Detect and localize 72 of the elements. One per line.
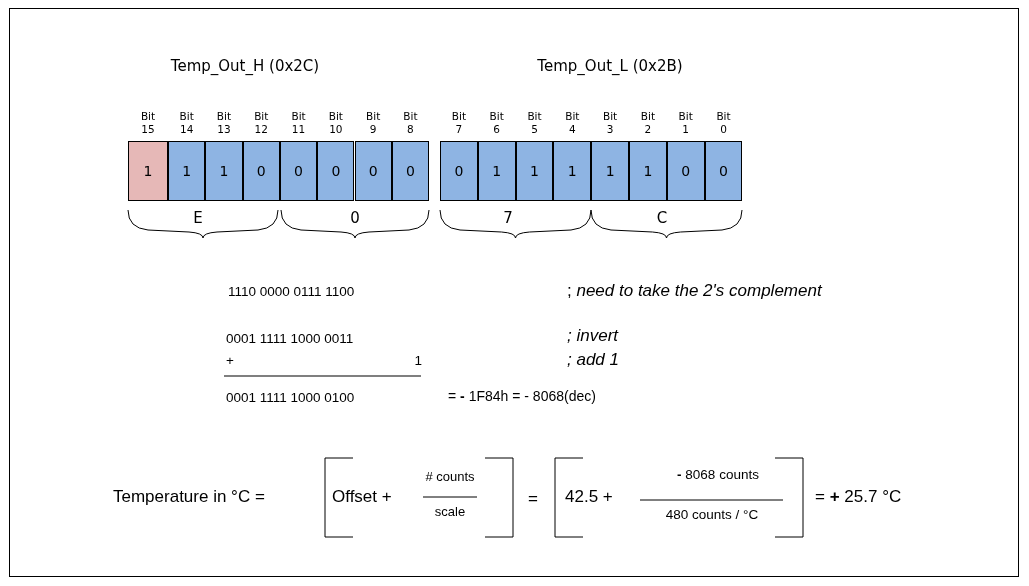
bit-cell	[666, 141, 705, 201]
bit-value: 1	[605, 163, 615, 179]
bit-cell	[279, 141, 318, 201]
bit-value: 1	[567, 163, 577, 179]
hex-digit: 7	[503, 210, 513, 228]
bit-value: 1	[643, 163, 653, 179]
bit-value: 0	[454, 163, 464, 179]
bit-number: Bit 2	[639, 110, 656, 136]
formula-text: 42.5 +	[565, 487, 613, 507]
plus-sign: +	[226, 353, 234, 369]
bit-number: Bit 0	[715, 110, 732, 136]
bit-value: 0	[256, 163, 266, 179]
bit-value: 0	[368, 163, 378, 179]
bit-cell	[629, 141, 667, 201]
bit-value: 1	[492, 163, 502, 179]
bit-cell	[515, 141, 554, 201]
bit-value: 0	[681, 163, 691, 179]
bit-number: Bit 8	[402, 110, 419, 136]
formula-text: Temperature in °C =	[113, 487, 265, 507]
bit-number: Bit 5	[526, 110, 543, 136]
bit-cell	[205, 141, 243, 201]
bit-cell	[168, 141, 206, 201]
hex-digit: E	[193, 210, 203, 228]
result-text: = - 1F84h = - 8068(dec)	[448, 388, 596, 405]
bit-number: Bit 4	[564, 110, 581, 136]
register-title: Temp_Out_H (0x2C)	[170, 58, 320, 76]
binary-value: 0001 1111 1000 0011	[226, 331, 354, 347]
bit-value: 1	[530, 163, 539, 179]
bit-value: 0	[719, 163, 728, 179]
bit-number: Bit 7	[450, 110, 467, 136]
bit-value: 1	[219, 163, 229, 179]
binary-value: 1	[414, 353, 422, 369]
bit-value: 1	[143, 163, 153, 179]
comment: ; add 1	[567, 350, 619, 370]
bit-value: 0	[406, 163, 415, 179]
bit-cell	[440, 141, 478, 201]
hex-digit: C	[656, 210, 668, 228]
bit-number: Bit 9	[365, 110, 382, 136]
bit-cell	[591, 141, 629, 201]
result-text: = + 25.7 °C	[815, 487, 902, 507]
bit-number: Bit 13	[215, 110, 233, 136]
bit-cell	[477, 141, 516, 201]
comment: ; invert	[567, 326, 619, 346]
binary-value: 0001 1111 1000 0100	[226, 390, 355, 406]
binary-value: 1110 0000 0111 1100	[228, 284, 355, 300]
bit-value: 1	[182, 163, 192, 179]
bit-value: 0	[331, 163, 341, 179]
bit-cell	[704, 141, 743, 201]
bit-cell	[354, 141, 392, 201]
formula-text: Offset +	[332, 487, 392, 507]
bit-cell	[242, 141, 280, 201]
hex-digit: 0	[350, 210, 360, 228]
bit-cell	[317, 141, 355, 201]
bit-cell	[553, 141, 592, 201]
numerator: - 8068 counts	[677, 467, 759, 483]
equals-sign: =	[528, 489, 538, 509]
bit-number: Bit 12	[253, 110, 270, 136]
bit-number: Bit 1	[677, 110, 694, 136]
numerator: # counts	[425, 470, 475, 485]
bit-number: Bit 6	[488, 110, 505, 136]
bit-number: Bit 3	[601, 110, 619, 136]
bit-number: Bit 11	[290, 110, 307, 136]
bit-cell	[128, 141, 168, 201]
denominator: scale	[434, 505, 466, 520]
denominator: 480 counts / °C	[665, 507, 759, 523]
bit-number: Bit 15	[139, 110, 157, 136]
bit-cell	[391, 141, 430, 201]
bit-value: 0	[294, 163, 303, 179]
bit-number: Bit 10	[327, 110, 344, 136]
register-title: Temp_Out_L (0x2B)	[537, 58, 683, 76]
comment: ; need to take the 2's complement	[567, 281, 822, 301]
bit-number: Bit 14	[178, 110, 195, 136]
